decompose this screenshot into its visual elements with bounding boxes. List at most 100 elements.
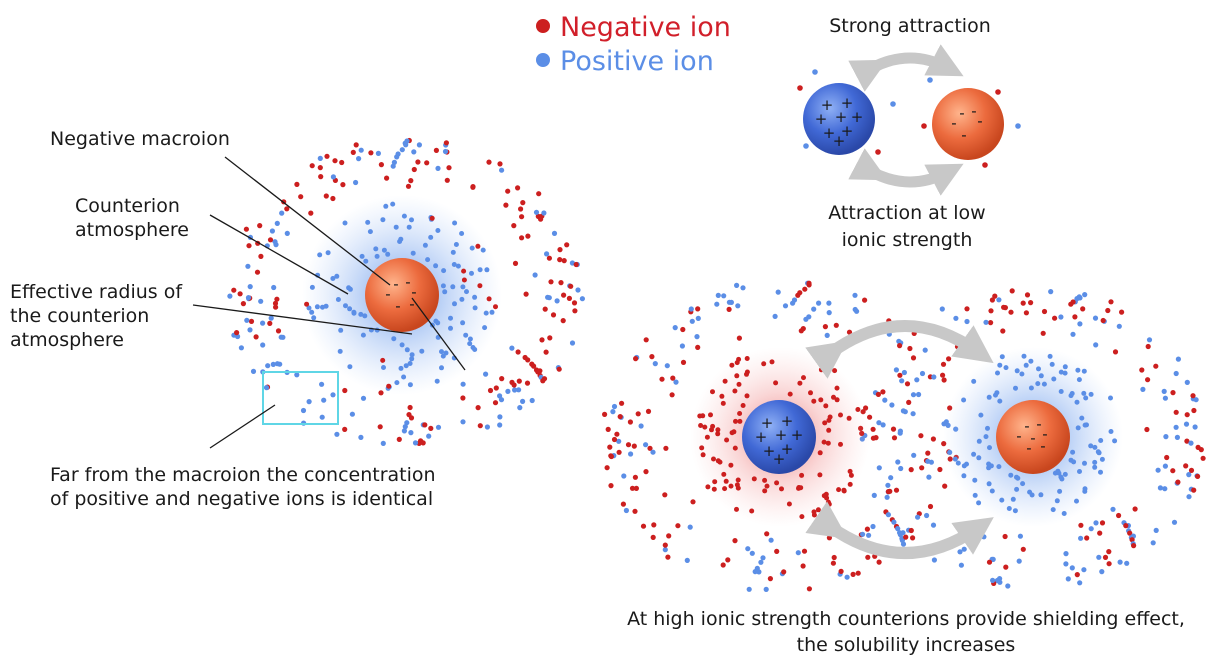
caption-line1: At high ionic strength counterions provi…	[627, 608, 1185, 630]
negative-counterion-dot	[774, 480, 780, 486]
negative-counterion-dot	[801, 375, 806, 381]
positive-counterion-dot	[464, 289, 469, 295]
negative-ion-dot	[1184, 438, 1190, 444]
negative-ion-dot	[523, 291, 529, 297]
negative-counterion-dot	[744, 393, 750, 399]
positive-ion-dot	[260, 320, 266, 326]
positive-ion-dot	[876, 465, 882, 471]
positive-counterion-dot	[986, 461, 992, 467]
positive-ion-dot	[824, 332, 830, 338]
negative-ion-dot	[560, 318, 566, 324]
positive-ion-dot	[435, 424, 442, 430]
negative-ion-dot	[635, 411, 641, 417]
negative-ion-dot	[477, 283, 483, 289]
negative-ion-dot	[632, 508, 638, 514]
positive-ion-dot	[268, 315, 274, 321]
negative-charge-symbol: -	[1040, 437, 1045, 455]
negative-ion-dot	[1132, 506, 1138, 512]
positive-ion-dot	[321, 397, 327, 403]
positive-counterion-dot	[1051, 376, 1057, 382]
positive-ion-dot	[916, 391, 922, 398]
positive-counterion-dot	[972, 492, 978, 498]
negative-counterion-dot	[847, 468, 853, 474]
positive-counterion-dot	[359, 253, 365, 259]
negative-ion-dot	[1190, 393, 1196, 399]
negative-ion-dot	[797, 290, 803, 296]
negative-ion-dot	[378, 162, 384, 168]
positive-ion-dot	[1017, 533, 1024, 539]
positive-counterion-dot	[976, 500, 982, 506]
positive-ion-dot	[279, 210, 285, 216]
positive-ion-dot	[689, 318, 695, 324]
negative-ion-dot	[631, 443, 637, 449]
positive-ion-dot	[1186, 494, 1192, 500]
positive-ion-dot	[880, 422, 886, 428]
shielded-attraction-arrow-top	[805, 320, 994, 379]
positive-counterion-dot	[472, 305, 478, 311]
negative-ion-dot	[543, 349, 549, 355]
positive-ion-dot	[511, 387, 518, 393]
negative-ion-dot	[1097, 530, 1103, 536]
positive-counterion-dot	[1038, 492, 1044, 498]
positive-counterion-dot	[450, 249, 456, 255]
positive-counterion-dot	[1038, 373, 1044, 379]
positive-ion-dot	[1065, 576, 1071, 582]
positive-counterion-dot	[1074, 498, 1079, 504]
negative-ion-dot	[650, 534, 656, 541]
positive-counterion-dot	[351, 310, 357, 316]
positive-counterion-dot	[439, 365, 444, 371]
negative-counterion-dot	[762, 477, 768, 483]
positive-ion-dot	[294, 372, 300, 378]
negative-counterion-dot	[722, 378, 728, 384]
positive-ion-dot	[319, 381, 325, 387]
negative-ion-dot	[1129, 537, 1135, 543]
negative-ion-dot	[801, 548, 808, 554]
positive-ion-dot	[760, 555, 766, 561]
negative-ion-dot	[906, 399, 912, 405]
positive-ion-dot	[694, 334, 700, 340]
negative-charge-symbol: -	[951, 114, 956, 132]
negative-ion-dot	[1139, 367, 1145, 373]
negative-counterion-dot	[799, 472, 805, 478]
negative-charge-symbol: -	[405, 273, 410, 291]
negative-ion-dot	[505, 188, 511, 194]
positive-ion-dot	[735, 303, 741, 309]
negative-ion-dot	[573, 261, 579, 268]
positive-ion-dot	[673, 379, 679, 385]
positive-counterion-dot	[943, 419, 949, 425]
negative-counterion-dot	[732, 388, 738, 394]
negative-ion-dot	[519, 214, 525, 220]
negative-ion-dot	[561, 292, 567, 298]
positive-ion-dot	[245, 263, 251, 269]
negative-ion-dot	[240, 301, 246, 307]
negative-ion-dot	[511, 382, 517, 388]
positive-counterion-dot	[442, 289, 448, 295]
negative-charge-symbol: -	[1024, 417, 1029, 435]
negative-ion-dot	[408, 178, 414, 184]
positive-ion-dot	[1077, 321, 1083, 327]
positive-counterion-dot	[393, 224, 399, 230]
negative-charge-symbol: -	[1026, 439, 1031, 457]
negative-ion-dot	[1105, 307, 1111, 314]
negative-counterion-dot	[825, 440, 831, 446]
negative-ion-dot	[275, 328, 282, 334]
negative-ion-dot	[420, 440, 426, 446]
positive-counterion-dot	[435, 320, 441, 326]
positive-counterion-dot	[1059, 476, 1065, 482]
positive-ion-dot	[939, 306, 945, 312]
positive-counterion-dot	[1035, 381, 1041, 387]
positive-ion-dot	[924, 512, 930, 519]
negative-ion-dot	[649, 354, 655, 360]
negative-counterion-dot	[734, 373, 740, 379]
positive-charge-symbol: +	[821, 96, 834, 114]
negative-ion-dot	[930, 436, 937, 442]
positive-counterion-dot	[986, 465, 992, 471]
negative-ion-dot	[246, 243, 252, 249]
caption-line2: the solubility increases	[796, 634, 1016, 656]
negative-ion-dot	[486, 159, 492, 165]
negative-ion-dot	[284, 206, 290, 212]
negative-charge-symbol: -	[395, 297, 400, 315]
negative-counterion-dot	[818, 397, 824, 403]
positive-counterion-dot	[1041, 381, 1047, 387]
negative-ion-dot	[1170, 468, 1176, 474]
